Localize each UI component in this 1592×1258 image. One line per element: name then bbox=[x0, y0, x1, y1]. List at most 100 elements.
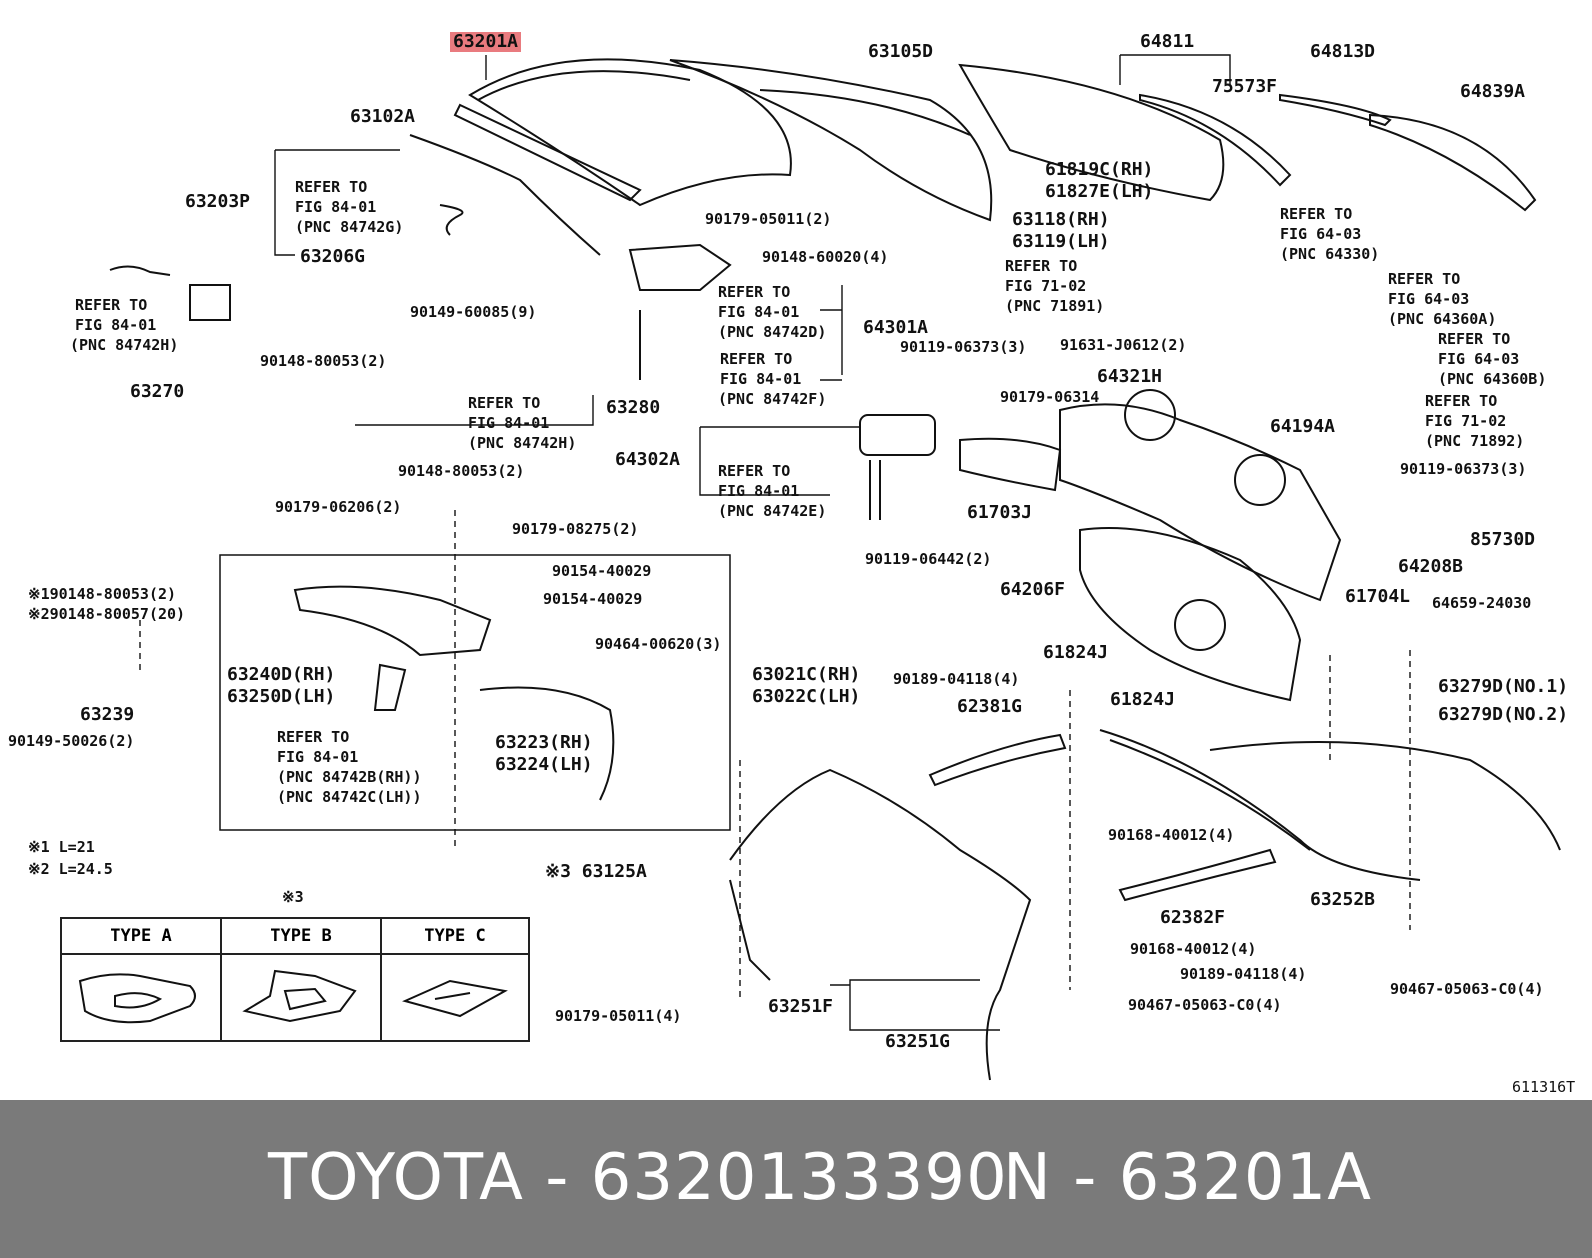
footer-bar: TOYOTA - 6320133390 N - 63201A bbox=[0, 1100, 1592, 1258]
ref-84742g-3: (PNC 84742G) bbox=[295, 218, 404, 236]
type-c-header: TYPE C bbox=[382, 919, 528, 955]
part-61824J-label-a: 61824J bbox=[1043, 642, 1109, 663]
ref-64330-1: REFER TO bbox=[1280, 205, 1353, 223]
part-61824J-label-b: 61824J bbox=[1110, 689, 1176, 710]
ref-84742bc-1: REFER TO bbox=[277, 728, 350, 746]
part-63201A-label: 63201A bbox=[450, 32, 522, 52]
fastener-90179-08275-2: 90179-08275(2) bbox=[512, 520, 639, 538]
fastener-90464-00620-3: 90464-00620(3) bbox=[595, 635, 722, 653]
fastener-90168-40012-4a: 90168-40012(4) bbox=[1108, 826, 1235, 844]
ref-84742h1-2: FIG 84-01 bbox=[75, 316, 157, 334]
ref-84742h2-1: REFER TO bbox=[468, 394, 541, 412]
part-63240D-label: 63240D(RH) bbox=[227, 664, 336, 685]
part-63224-label: 63224(LH) bbox=[495, 754, 593, 775]
ref-84742bc-2: FIG 84-01 bbox=[277, 748, 359, 766]
ref-84742e-1: REFER TO bbox=[718, 462, 791, 480]
part-64208B-label: 64208B bbox=[1398, 556, 1464, 577]
ref-84742h2-2: FIG 84-01 bbox=[468, 414, 550, 432]
ref-84742f-1: REFER TO bbox=[720, 350, 793, 368]
fastener-90154-40029a: 90154-40029 bbox=[552, 562, 652, 580]
ref-84742f-2: FIG 84-01 bbox=[720, 370, 802, 388]
type-b-shape bbox=[242, 969, 357, 1023]
part-75573F-label: 75573F bbox=[1212, 76, 1278, 97]
part-63102A-label: 63102A bbox=[350, 106, 416, 127]
ref-71891-2: FIG 71-02 bbox=[1005, 277, 1087, 295]
type-c-cell: TYPE C bbox=[382, 919, 528, 1040]
note-2-length: ※2 L=24.5 bbox=[28, 860, 113, 878]
fastener-90179-06206-2: 90179-06206(2) bbox=[275, 498, 402, 516]
part-63021C-label: 63021C(RH) bbox=[752, 664, 861, 685]
ref-84742bc-4: (PNC 84742C(LH)) bbox=[277, 788, 422, 806]
fastener-90189-04118-4a: 90189-04118(4) bbox=[893, 670, 1020, 688]
type-table: TYPE A TYPE B TYPE C bbox=[60, 917, 530, 1042]
type-b-cell: TYPE B bbox=[222, 919, 382, 1040]
ref-84742f-3: (PNC 84742F) bbox=[718, 390, 827, 408]
part-64813D-label: 64813D bbox=[1310, 41, 1376, 62]
parts-diagram: 63201A 63105D 64811 64813D 75573F 64839A… bbox=[8, 31, 1575, 1097]
part-64194A-label: 64194A bbox=[1270, 416, 1336, 437]
part-63252B-label: 63252B bbox=[1310, 889, 1376, 910]
note-2-fastener: ※290148-80057(20) bbox=[28, 605, 186, 623]
footer-reference: N - 63201A bbox=[1003, 1141, 1373, 1215]
ref-64360b-2: FIG 64-03 bbox=[1438, 350, 1520, 368]
fastener-90148-80053-2a: 90148-80053(2) bbox=[260, 352, 387, 370]
fastener-90149-60085-9: 90149-60085(9) bbox=[410, 303, 537, 321]
part-64206F-label: 64206F bbox=[1000, 579, 1066, 600]
fastener-90179-06314: 90179-06314 bbox=[1000, 388, 1100, 406]
part-64302A-label: 64302A bbox=[615, 449, 681, 470]
ref-71892-3: (PNC 71892) bbox=[1425, 432, 1525, 450]
ref-71892-1: REFER TO bbox=[1425, 392, 1498, 410]
fastener-90467-05063-c0-a: 90467-05063-C0(4) bbox=[1390, 980, 1544, 998]
ref-71891-1: REFER TO bbox=[1005, 257, 1078, 275]
ref-84742g-1: REFER TO bbox=[295, 178, 368, 196]
note-3-marker: ※3 bbox=[282, 888, 304, 906]
type-a-cell: TYPE A bbox=[62, 919, 222, 1040]
fastener-90154-40029b: 90154-40029 bbox=[543, 590, 643, 608]
part-63279D2-label: 63279D(NO.2) bbox=[1438, 704, 1569, 725]
fastener-90189-04118-4b: 90189-04118(4) bbox=[1180, 965, 1307, 983]
part-63223-label: 63223(RH) bbox=[495, 732, 593, 753]
ref-84742d-2: FIG 84-01 bbox=[718, 303, 800, 321]
fastener-90179-05011-4: 90179-05011(4) bbox=[555, 1007, 682, 1025]
part-61704L-label: 61704L bbox=[1345, 586, 1411, 607]
part-61827E-label: 61827E(LH) bbox=[1045, 181, 1154, 202]
part-63270-label: 63270 bbox=[130, 381, 185, 402]
part-63125A-label: ※3 63125A bbox=[545, 861, 647, 882]
ref-84742h1-1: REFER TO bbox=[75, 296, 148, 314]
ref-84742h2-3: (PNC 84742H) bbox=[468, 434, 577, 452]
part-64321H-label: 64321H bbox=[1097, 366, 1163, 387]
type-a-header: TYPE A bbox=[62, 919, 220, 955]
part-63280-label: 63280 bbox=[606, 397, 661, 418]
part-63022C-label: 63022C(LH) bbox=[752, 686, 861, 707]
footer-part-number: TOYOTA - 6320133390 bbox=[268, 1141, 1008, 1215]
part-63239-label: 63239 bbox=[80, 704, 135, 725]
type-b-header: TYPE B bbox=[222, 919, 380, 955]
part-63118-label: 63118(RH) bbox=[1012, 209, 1110, 230]
part-63203P-label: 63203P bbox=[185, 191, 251, 212]
ref-84742d-3: (PNC 84742D) bbox=[718, 323, 827, 341]
part-63251G-label: 63251G bbox=[885, 1031, 951, 1052]
ref-84742e-2: FIG 84-01 bbox=[718, 482, 800, 500]
part-63250D-label: 63250D(LH) bbox=[227, 686, 336, 707]
ref-84742h1-3: (PNC 84742H) bbox=[70, 336, 179, 354]
part-63119-label: 63119(LH) bbox=[1012, 231, 1110, 252]
fastener-90149-50026-2: 90149-50026(2) bbox=[8, 732, 135, 750]
ref-84742e-3: (PNC 84742E) bbox=[718, 502, 827, 520]
ref-64360a-3: (PNC 64360A) bbox=[1388, 310, 1497, 328]
fastener-90168-40012-4b: 90168-40012(4) bbox=[1130, 940, 1257, 958]
fastener-90467-05063-c0-b: 90467-05063-C0(4) bbox=[1128, 996, 1282, 1014]
ref-64330-2: FIG 64-03 bbox=[1280, 225, 1362, 243]
fastener-90119-06442-2: 90119-06442(2) bbox=[865, 550, 992, 568]
fastener-90148-60020-4: 90148-60020(4) bbox=[762, 248, 889, 266]
part-64811-label: 64811 bbox=[1140, 31, 1195, 52]
part-63206G-label: 63206G bbox=[300, 246, 366, 267]
ref-64330-3: (PNC 64330) bbox=[1280, 245, 1380, 263]
fastener-90179-05011-2: 90179-05011(2) bbox=[705, 210, 832, 228]
fastener-91631-j0612-2: 91631-J0612(2) bbox=[1060, 336, 1187, 354]
ref-64360b-3: (PNC 64360B) bbox=[1438, 370, 1547, 388]
ref-84742bc-3: (PNC 84742B(RH)) bbox=[277, 768, 422, 786]
part-85730D-label: 85730D bbox=[1470, 529, 1536, 550]
fastener-90119-06373-3a: 90119-06373(3) bbox=[900, 338, 1027, 356]
ref-64360a-2: FIG 64-03 bbox=[1388, 290, 1470, 308]
part-62381G-label: 62381G bbox=[957, 696, 1023, 717]
